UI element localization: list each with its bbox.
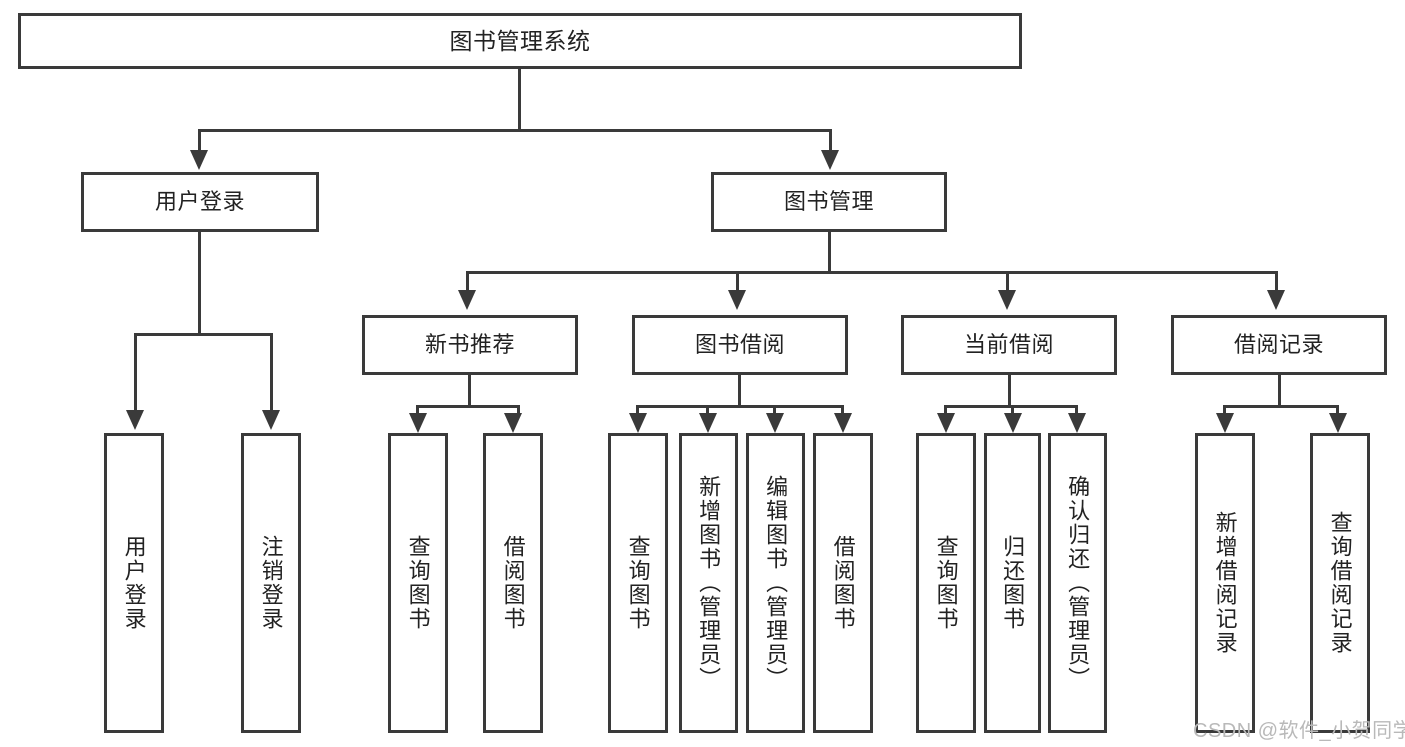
node-label: 新增图书（管理员）: [696, 475, 722, 691]
arrowhead-leaf-query-book-2: [629, 413, 647, 433]
connector-br-drop-1: [1223, 405, 1226, 417]
connector-to-current-borrow: [1006, 271, 1009, 293]
node-leaf-edit-book[interactable]: 编辑图书（管理员）: [746, 433, 805, 733]
connector-to-borrow-record: [1275, 271, 1278, 293]
arrowhead-leaf-query-book-3: [937, 413, 955, 433]
connector-book-management-bar: [466, 271, 1278, 274]
arrowhead-leaf-query-record: [1329, 413, 1347, 433]
connector-nbr-drop-1: [416, 405, 419, 417]
connector-cb-drop-2: [1011, 405, 1014, 417]
node-leaf-borrow-book-2[interactable]: 借阅图书: [813, 433, 873, 733]
connector-bb-drop-2: [706, 405, 709, 417]
node-label: 查询图书: [625, 535, 651, 631]
connector-user-login-drop-right: [270, 333, 273, 414]
connector-book-borrow-stem: [738, 375, 741, 408]
node-book-borrow[interactable]: 图书借阅: [632, 315, 848, 375]
connector-root-bar: [198, 129, 832, 132]
node-label: 新书推荐: [424, 332, 515, 358]
node-leaf-return-book[interactable]: 归还图书: [984, 433, 1041, 733]
arrowhead-leaf-confirm-return: [1068, 413, 1086, 433]
connector-user-login-bar: [134, 333, 273, 336]
node-leaf-add-record[interactable]: 新增借阅记录: [1195, 433, 1255, 733]
node-leaf-logout-login[interactable]: 注销登录: [241, 433, 301, 733]
node-borrow-record[interactable]: 借阅记录: [1171, 315, 1387, 375]
node-user-login[interactable]: 用户登录: [81, 172, 319, 232]
node-label: 确认归还（管理员）: [1065, 475, 1091, 691]
connector-to-new-book-recommend: [466, 271, 469, 293]
arrowhead-leaf-logout-login: [262, 410, 280, 430]
arrowhead-book-borrow: [728, 290, 746, 310]
connector-new-book-recommend-stem: [468, 375, 471, 408]
node-label: 归还图书: [1000, 535, 1026, 631]
connector-borrow-record-stem: [1278, 375, 1281, 408]
node-current-borrow[interactable]: 当前借阅: [901, 315, 1117, 375]
node-label: 查询图书: [933, 535, 959, 631]
connector-cb-drop-3: [1075, 405, 1078, 417]
connector-nbr-drop-2: [517, 405, 520, 417]
node-label: 编辑图书（管理员）: [763, 475, 789, 691]
arrowhead-leaf-borrow-book-1: [504, 413, 522, 433]
node-new-book-recommend[interactable]: 新书推荐: [362, 315, 578, 375]
watermark-text: CSDN @软件_小贺同学: [1193, 720, 1405, 742]
connector-cb-drop-1: [944, 405, 947, 417]
node-label: 图书管理: [783, 189, 874, 215]
node-label: 用户登录: [154, 189, 245, 215]
connector-borrow-record-bar: [1223, 405, 1339, 408]
connector-bb-drop-4: [841, 405, 844, 417]
node-label: 注销登录: [258, 535, 284, 631]
connector-bb-drop-3: [773, 405, 776, 417]
node-leaf-user-login[interactable]: 用户登录: [104, 433, 164, 733]
node-leaf-confirm-return[interactable]: 确认归还（管理员）: [1048, 433, 1107, 733]
node-label: 借阅记录: [1233, 332, 1324, 358]
node-leaf-query-book-3[interactable]: 查询图书: [916, 433, 976, 733]
node-label: 图书借阅: [694, 332, 785, 358]
connector-new-book-recommend-bar: [416, 405, 520, 408]
connector-root-stem: [518, 69, 521, 130]
connector-to-book-borrow: [736, 271, 739, 293]
node-leaf-query-book-2[interactable]: 查询图书: [608, 433, 668, 733]
node-label: 借阅图书: [500, 535, 526, 631]
arrowhead-leaf-add-record: [1216, 413, 1234, 433]
arrowhead-root-to-book-management: [821, 150, 839, 170]
connector-br-drop-2: [1336, 405, 1339, 417]
node-label: 当前借阅: [963, 332, 1054, 358]
arrowhead-leaf-add-book: [699, 413, 717, 433]
node-leaf-query-book-1[interactable]: 查询图书: [388, 433, 448, 733]
node-leaf-borrow-book-1[interactable]: 借阅图书: [483, 433, 543, 733]
arrowhead-leaf-edit-book: [766, 413, 784, 433]
connector-bb-drop-1: [636, 405, 639, 417]
arrowhead-root-to-user-login: [190, 150, 208, 170]
node-root-system[interactable]: 图书管理系统: [18, 13, 1022, 69]
arrowhead-leaf-return-book: [1004, 413, 1022, 433]
node-label: 查询图书: [405, 535, 431, 631]
connector-root-to-user-login: [198, 129, 201, 155]
connector-book-borrow-bar: [636, 405, 844, 408]
node-label: 新增借阅记录: [1212, 511, 1238, 655]
arrowhead-leaf-query-book-1: [409, 413, 427, 433]
arrowhead-new-book-recommend: [458, 290, 476, 310]
node-leaf-query-record[interactable]: 查询借阅记录: [1310, 433, 1370, 733]
connector-current-borrow-stem: [1008, 375, 1011, 408]
node-label: 用户登录: [121, 535, 147, 631]
connector-book-management-stem: [828, 232, 831, 274]
node-book-management[interactable]: 图书管理: [711, 172, 947, 232]
connector-user-login-drop-left: [134, 333, 137, 414]
arrowhead-current-borrow: [998, 290, 1016, 310]
arrowhead-leaf-borrow-book-2: [834, 413, 852, 433]
node-label: 借阅图书: [830, 535, 856, 631]
node-label: 图书管理系统: [449, 27, 591, 54]
node-label: 查询借阅记录: [1327, 511, 1353, 655]
arrowhead-borrow-record: [1267, 290, 1285, 310]
node-leaf-add-book[interactable]: 新增图书（管理员）: [679, 433, 738, 733]
connector-user-login-stem: [198, 232, 201, 336]
connector-root-to-book-management: [829, 129, 832, 155]
arrowhead-leaf-user-login: [126, 410, 144, 430]
